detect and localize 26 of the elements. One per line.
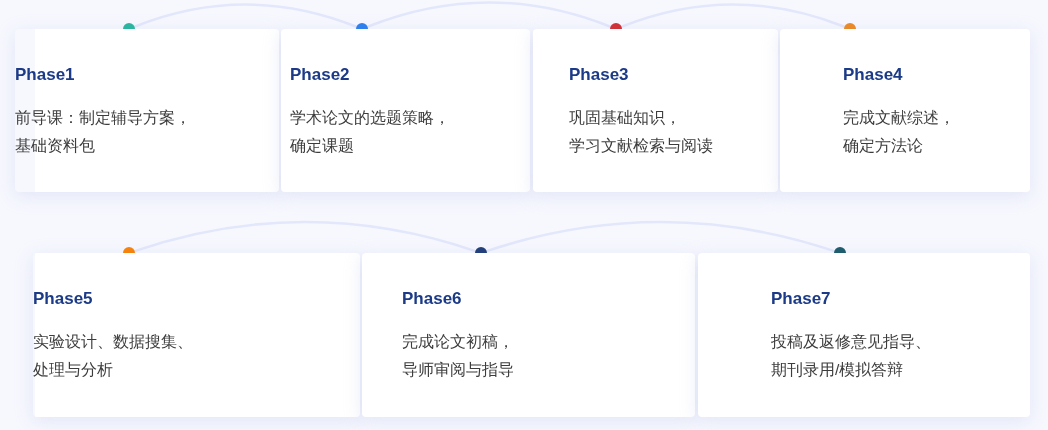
phase-title: Phase6 — [402, 289, 462, 309]
connector-arc — [133, 3, 358, 28]
phase-card — [698, 253, 1030, 417]
phase-title: Phase3 — [569, 65, 629, 85]
phase-title: Phase7 — [771, 289, 831, 309]
phase-card — [362, 253, 695, 417]
phase-card — [780, 29, 1030, 192]
phase-description: 完成文献综述，确定方法论 — [843, 108, 955, 156]
phase-title: Phase1 — [15, 65, 75, 85]
phase-card — [281, 29, 530, 192]
connector-arc — [366, 1, 612, 28]
connector-arc — [133, 220, 477, 253]
phase-card — [533, 29, 778, 192]
phase-title: Phase4 — [843, 65, 903, 85]
phase-card — [15, 29, 279, 192]
connector-arc — [620, 3, 846, 28]
phase-title: Phase5 — [33, 289, 93, 309]
phase-title: Phase2 — [290, 65, 350, 85]
phase-description: 巩固基础知识，学习文献检索与阅读 — [569, 108, 713, 156]
phase-description: 学术论文的选题策略，确定课题 — [290, 108, 450, 156]
connector-arc — [485, 220, 836, 253]
phase-card — [33, 253, 360, 417]
phase-description: 完成论文初稿，导师审阅与指导 — [402, 332, 514, 380]
phase-description: 投稿及返修意见指导、期刊录用/模拟答辩 — [771, 332, 931, 380]
phase-description: 实验设计、数据搜集、处理与分析 — [33, 332, 193, 380]
phase-description: 前导课：制定辅导方案，基础资料包 — [15, 108, 191, 156]
